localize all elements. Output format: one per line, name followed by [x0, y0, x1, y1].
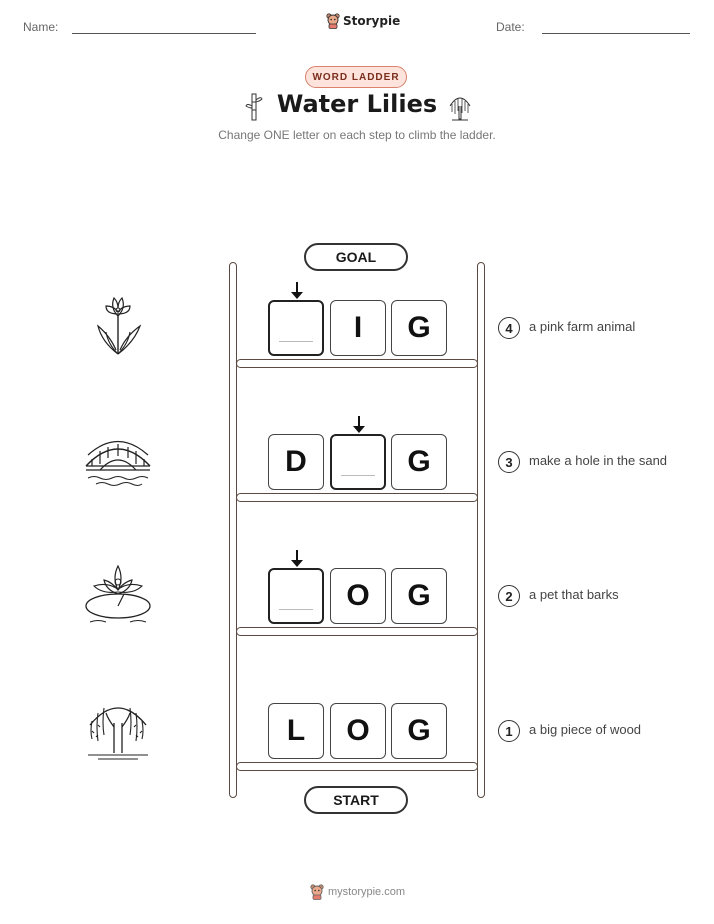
letter-tile: I	[330, 300, 386, 356]
ladder-rung	[236, 493, 478, 502]
willow-tree-icon	[88, 707, 148, 760]
step-number: 1	[498, 720, 520, 742]
clue-text: a big piece of wood	[529, 722, 642, 737]
ladder-step-1: L O G 1 a big piece of wood	[0, 703, 714, 760]
page-title: Water Lilies	[276, 90, 438, 118]
letter-tile: G	[391, 434, 447, 490]
letter-tile: O	[330, 703, 386, 759]
ladder-right-rail	[477, 262, 485, 798]
step-number: 2	[498, 585, 520, 607]
iris-flower-icon	[96, 296, 142, 355]
word-ladder-badge: WORD LADDER	[305, 66, 407, 88]
bridge-icon	[85, 441, 151, 486]
bear-mascot-icon	[310, 884, 324, 900]
ladder-left-rail	[229, 262, 237, 798]
name-label: Name:	[23, 20, 59, 34]
letter-tile: O	[330, 568, 386, 624]
ladder-step-3: D G 3 make a hole in the sand	[0, 416, 714, 490]
date-line[interactable]	[542, 33, 690, 34]
arrow-down-icon	[291, 282, 303, 299]
letter-tile: G	[391, 300, 447, 356]
bamboo-icon	[245, 93, 263, 121]
arrow-down-icon	[291, 550, 303, 567]
ladder-rung	[236, 359, 478, 368]
letter-tile-blank[interactable]	[268, 550, 324, 624]
goal-label: GOAL	[304, 243, 408, 271]
ladder-rung	[236, 762, 478, 771]
letter-tile: L	[268, 703, 324, 759]
clue-text: make a hole in the sand	[529, 453, 668, 468]
letter-tile: D	[268, 434, 324, 490]
letter-tile-blank[interactable]	[330, 416, 386, 490]
footer: mystorypie.com	[310, 884, 405, 900]
water-lily-icon	[85, 564, 151, 623]
clue-text: a pet that barks	[529, 587, 619, 602]
arrow-down-icon	[353, 416, 365, 433]
step-number: 3	[498, 451, 520, 473]
bear-mascot-icon	[326, 13, 340, 29]
letter-tile: G	[391, 703, 447, 759]
name-line[interactable]	[72, 33, 256, 34]
brand-name: Storypie	[343, 14, 401, 28]
date-label: Date:	[496, 20, 525, 34]
letter-tile-blank[interactable]	[268, 282, 324, 356]
letter-tile: G	[391, 568, 447, 624]
instructions: Change ONE letter on each step to climb …	[218, 128, 496, 142]
clue-text: a pink farm animal	[529, 319, 636, 334]
willow-tree-small-icon	[449, 97, 471, 121]
ladder-step-4: I G 4 a pink farm animal	[0, 282, 714, 356]
start-label: START	[304, 786, 408, 814]
ladder-rung	[236, 627, 478, 636]
brand-logo: Storypie	[326, 13, 400, 29]
step-number: 4	[498, 317, 520, 339]
ladder-step-2: O G 2 a pet that barks	[0, 550, 714, 624]
footer-url[interactable]: mystorypie.com	[328, 886, 406, 898]
